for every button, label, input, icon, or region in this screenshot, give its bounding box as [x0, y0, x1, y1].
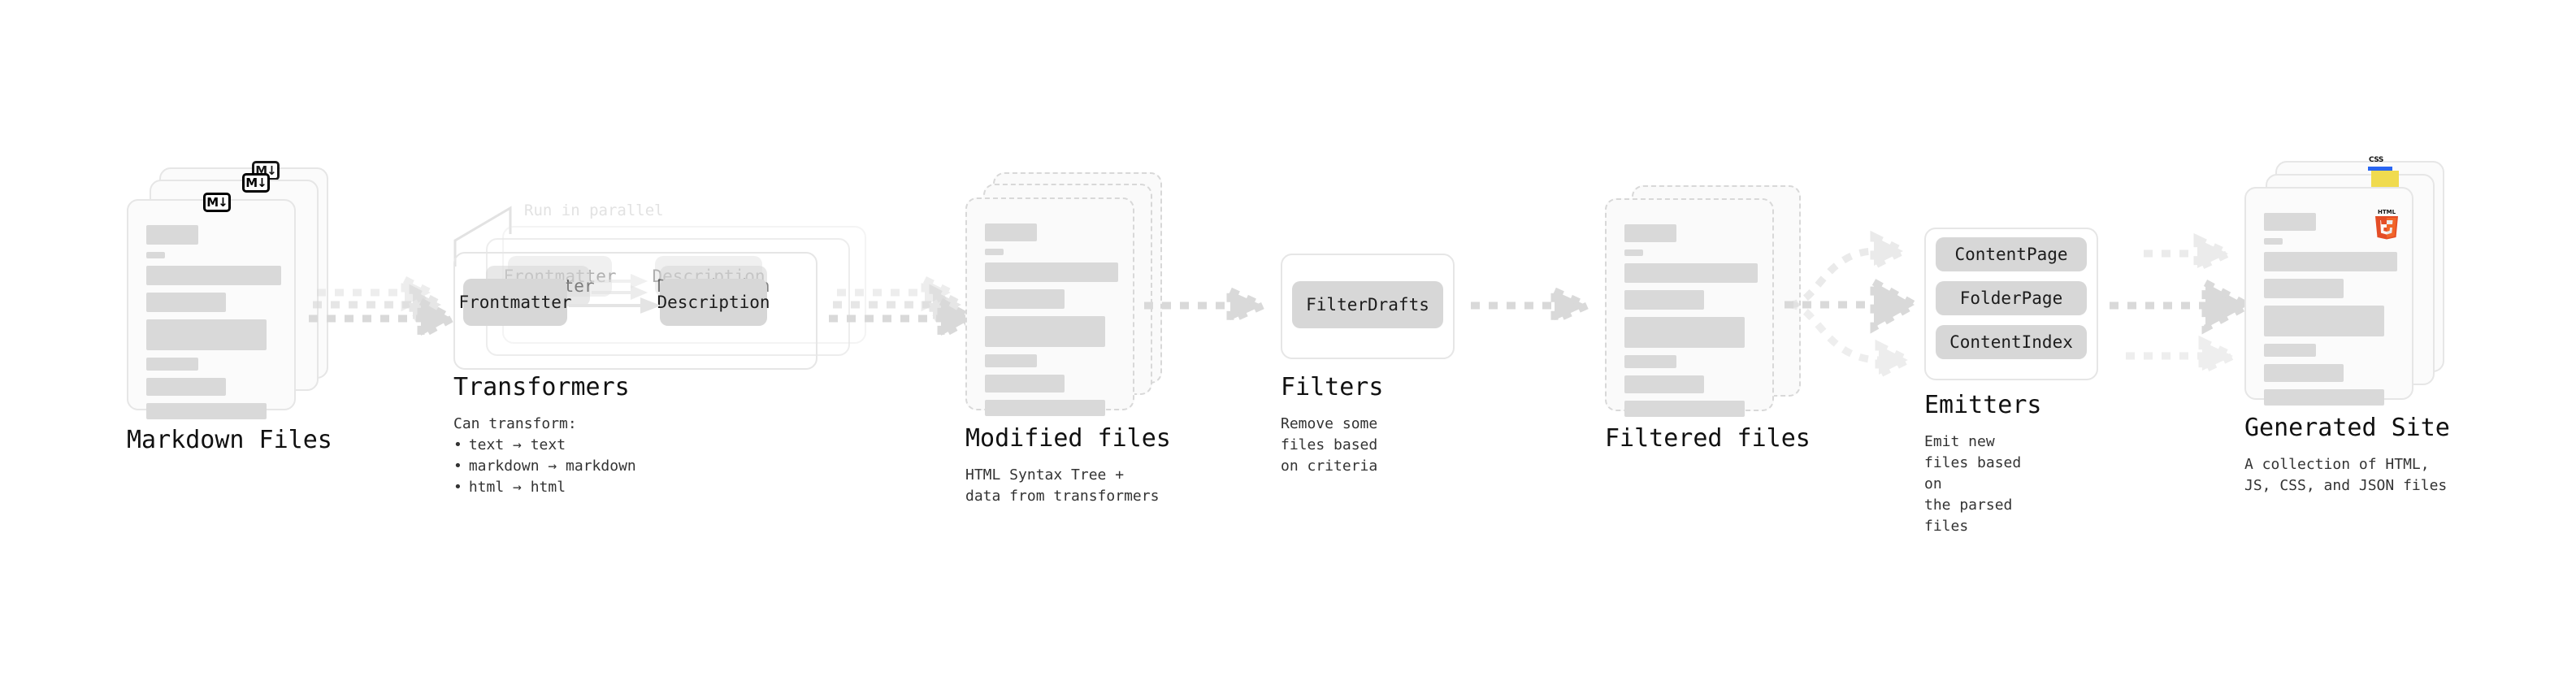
- stage-title: Filtered files: [1605, 424, 1811, 453]
- transform-list-item: markdown → markdown: [453, 456, 636, 477]
- stage-title: Modified files: [965, 424, 1171, 453]
- emitter-chip-contentpage[interactable]: ContentPage: [1936, 237, 2087, 271]
- stage-title: Filters: [1281, 373, 1384, 401]
- transformer-chip-frontmatter[interactable]: Frontmatter: [458, 279, 572, 326]
- connector-emitters-to-site: [2110, 232, 2256, 377]
- stage-title: Markdown Files: [127, 426, 332, 454]
- caption-filters: Filters Remove some files based on crite…: [1281, 373, 1384, 477]
- caption-emitters: Emitters Emit new files based on the par…: [1924, 391, 2042, 537]
- svg-text:HTML: HTML: [2378, 209, 2396, 215]
- markdown-icon-mid: M↓: [242, 173, 270, 193]
- css-icon: CSS: [2368, 156, 2392, 174]
- caption-markdown-files: Markdown Files: [127, 426, 332, 455]
- transformer-chip-description[interactable]: Description: [657, 279, 770, 326]
- stage-description: Can transform:: [453, 414, 577, 432]
- caption-transformers: Transformers Can transform: text → text …: [453, 373, 636, 498]
- stage-description: A collection of HTML, JS, CSS, and JSON …: [2244, 455, 2448, 494]
- transform-list: text → text markdown → markdown html → h…: [453, 435, 636, 498]
- css-icon-bar: [2368, 167, 2392, 171]
- html5-icon: HTML: [2373, 208, 2400, 240]
- connector-filters-to-filtered: [1471, 285, 1596, 326]
- emitter-chip-folderpage[interactable]: FolderPage: [1936, 281, 2087, 315]
- markdown-icon-front: M↓: [203, 193, 231, 212]
- document-card-front: [1605, 198, 1774, 417]
- document-placeholder-lines: [985, 223, 1118, 423]
- stage-description: HTML Syntax Tree + data from transformer…: [965, 466, 1160, 505]
- connector-transformers-to-modified: [829, 273, 980, 342]
- connector-markdown-to-transformers: [309, 273, 460, 342]
- transform-list-item: text → text: [453, 435, 636, 456]
- connector-modified-to-filters: [1144, 285, 1272, 326]
- html5-icon-glyph: HTML: [2375, 209, 2398, 240]
- stage-title: Emitters: [1924, 391, 2042, 419]
- document-card-front: [127, 199, 296, 419]
- stage-description: Emit new files based on the parsed files: [1924, 432, 2022, 535]
- connector-frontmatter-to-description: [569, 273, 661, 314]
- filter-chip-filterdrafts[interactable]: FilterDrafts: [1292, 281, 1443, 328]
- transform-list-item: html → html: [453, 477, 636, 498]
- stage-generated-site: CSS HTML: [0, 0, 2450, 494]
- emitter-panel: [1924, 228, 2098, 380]
- run-in-parallel-label: Run in parallel: [524, 202, 664, 219]
- document-card-front: [965, 197, 1134, 416]
- emitter-chip-contentindex[interactable]: ContentIndex: [1936, 325, 2087, 359]
- document-placeholder-lines: [1624, 224, 1758, 424]
- css-icon-label: CSS: [2369, 156, 2383, 164]
- caption-modified-files: Modified files HTML Syntax Tree + data f…: [965, 424, 1171, 507]
- stage-description: Remove some files based on criteria: [1281, 414, 1378, 475]
- connector-filtered-to-emitters: [1785, 230, 1923, 381]
- transformer-panel-front: [453, 252, 817, 370]
- stage-title: Generated Site: [2244, 414, 2450, 442]
- run-in-parallel-leader: [453, 206, 512, 267]
- filter-panel: [1281, 254, 1455, 359]
- stage-title: Transformers: [453, 373, 630, 401]
- caption-generated-site: Generated Site A collection of HTML, JS,…: [2244, 414, 2450, 497]
- document-placeholder-lines: [2264, 213, 2397, 413]
- caption-filtered-files: Filtered files: [1605, 424, 1811, 453]
- document-placeholder-lines: [146, 225, 281, 427]
